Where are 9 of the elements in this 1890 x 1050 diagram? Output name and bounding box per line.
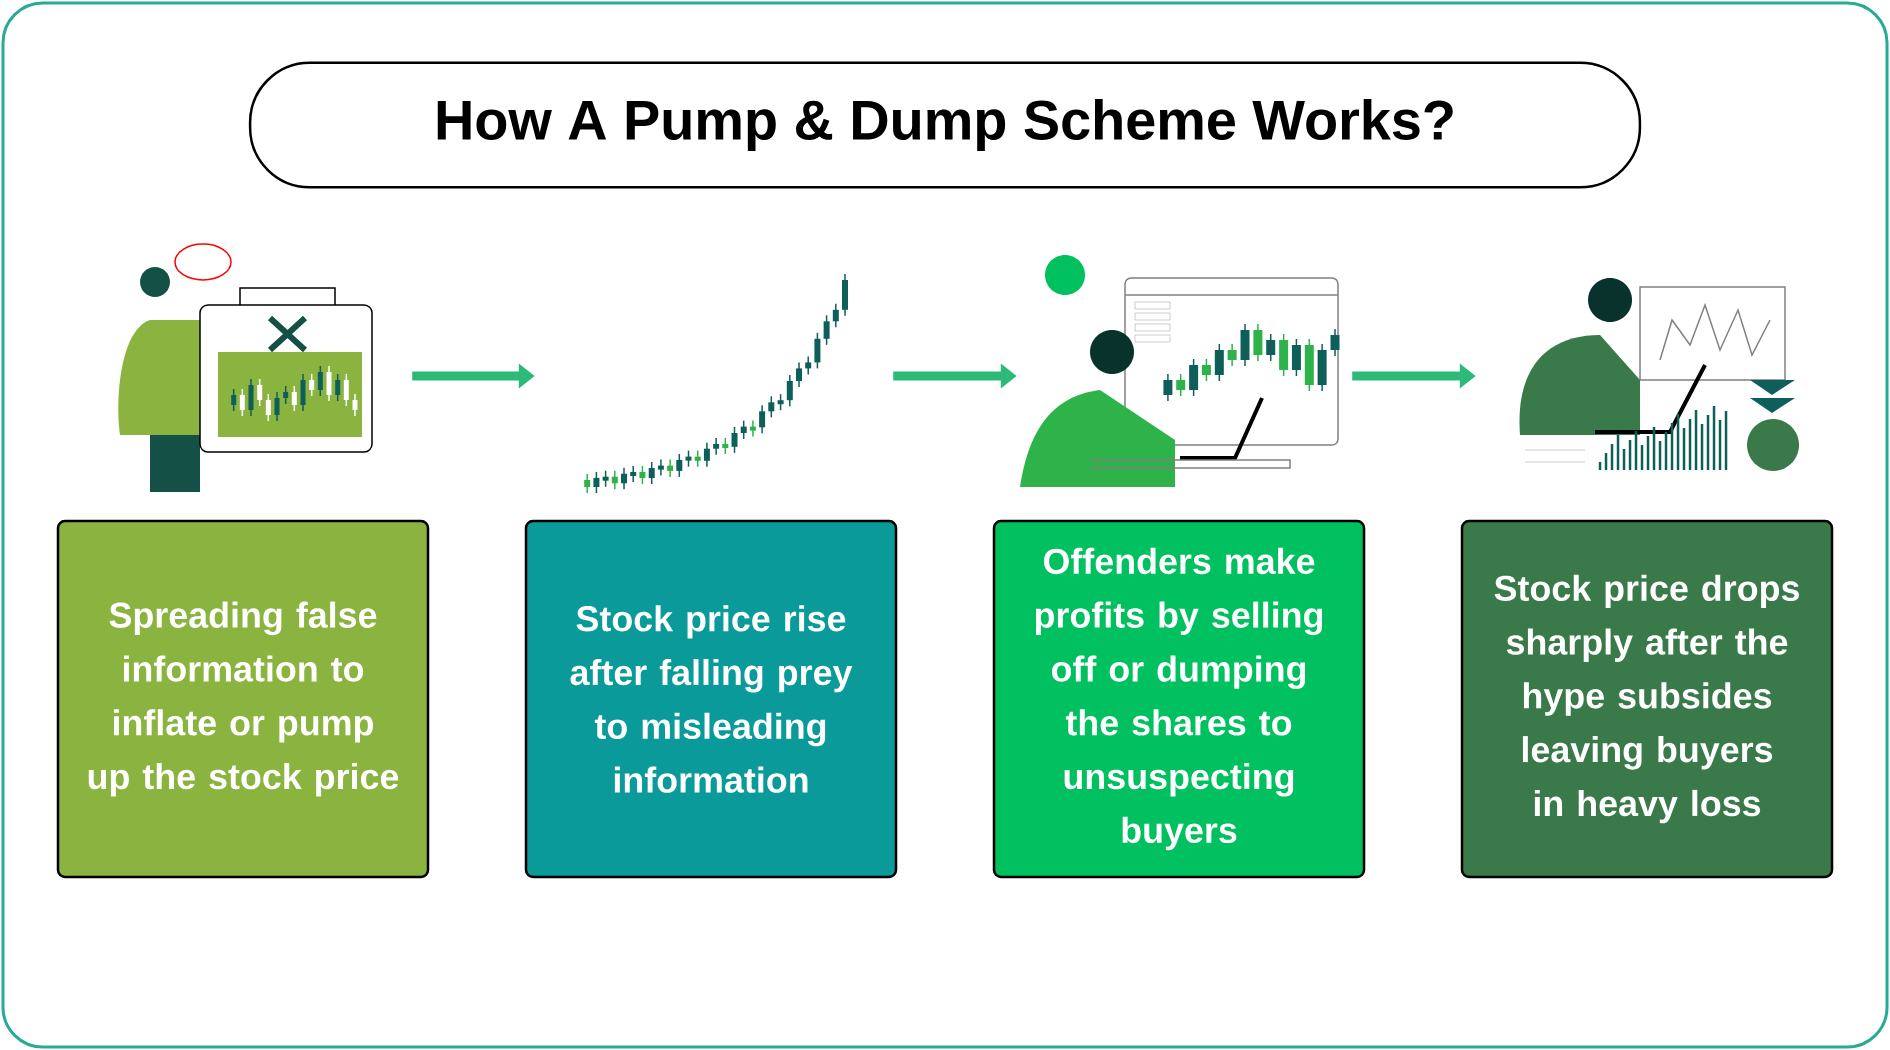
step-box: Offenders make profits by selling off or dumping the shares to unsuspecting buyers [992,519,1366,879]
illustration-drawing [1020,255,1340,487]
illustration-drawing [584,273,848,494]
illustration-drawing [118,243,373,492]
title-box: How A Pump & Dump Scheme Works? [248,61,1642,189]
step-box: Spreading false information to inflate or pump up the stock price [56,519,430,879]
step-box: Stock price rise after falling prey to misleading information [524,519,898,879]
step-box: Stock price drops sharply after the hype subsides leaving buyers in heavy loss [1460,519,1834,879]
illustration-drawing [1519,278,1799,471]
